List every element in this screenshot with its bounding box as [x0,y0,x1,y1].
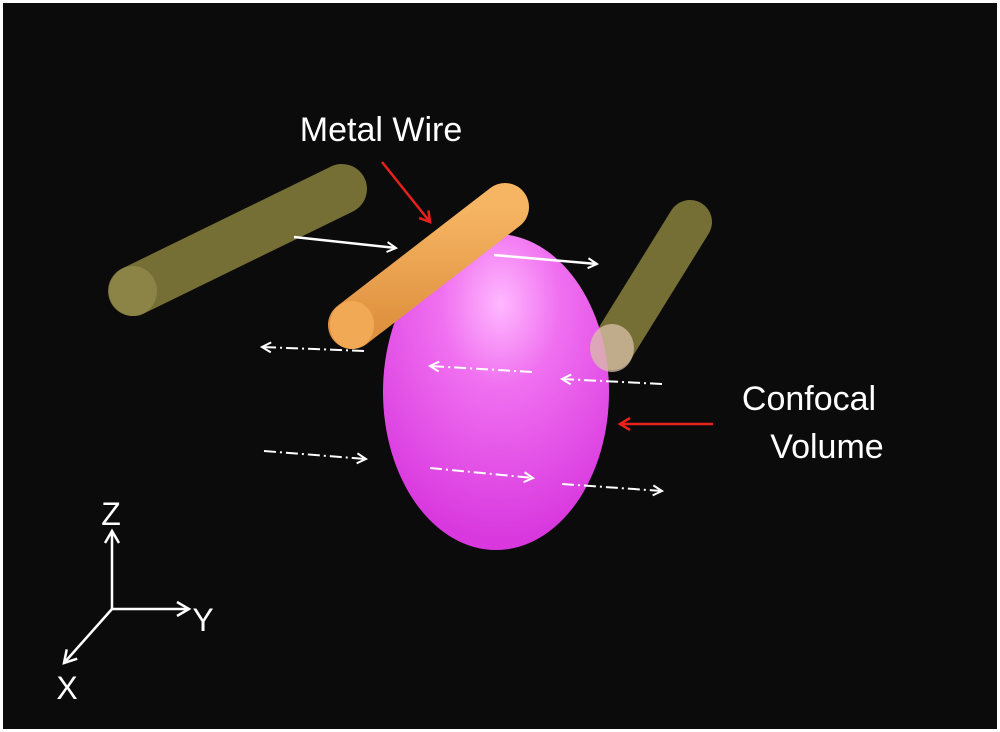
confocal-label-line1: Confocal [742,380,876,418]
left-rod [108,164,367,316]
dashed-arrow-left-3 [562,379,663,384]
dashed-arrow-left-1 [262,347,365,351]
confocal-label-line2: Volume [770,428,883,466]
dashed-arrow-right-3 [561,483,662,491]
metal-wire-pointer [381,161,430,222]
confocal-volume [383,234,609,550]
motion-arrow-top-left [293,235,396,248]
dashed-arrow-left-2 [430,366,533,373]
dashed-arrow-right-1 [263,450,366,459]
coordinate-axes: Z Y X [56,496,213,706]
motion-arrow-top-right [493,253,597,264]
metal-wire [328,183,529,349]
right-rod-end-cap [590,324,634,372]
dashed-arrow-right-2 [429,467,533,478]
metal-wire-label: Metal Wire [300,111,462,149]
z-axis-label: Z [101,496,121,532]
right-rod [590,200,712,370]
x-axis-arrow [64,608,113,663]
x-axis-label: X [56,670,77,706]
y-axis-label: Y [192,602,213,638]
